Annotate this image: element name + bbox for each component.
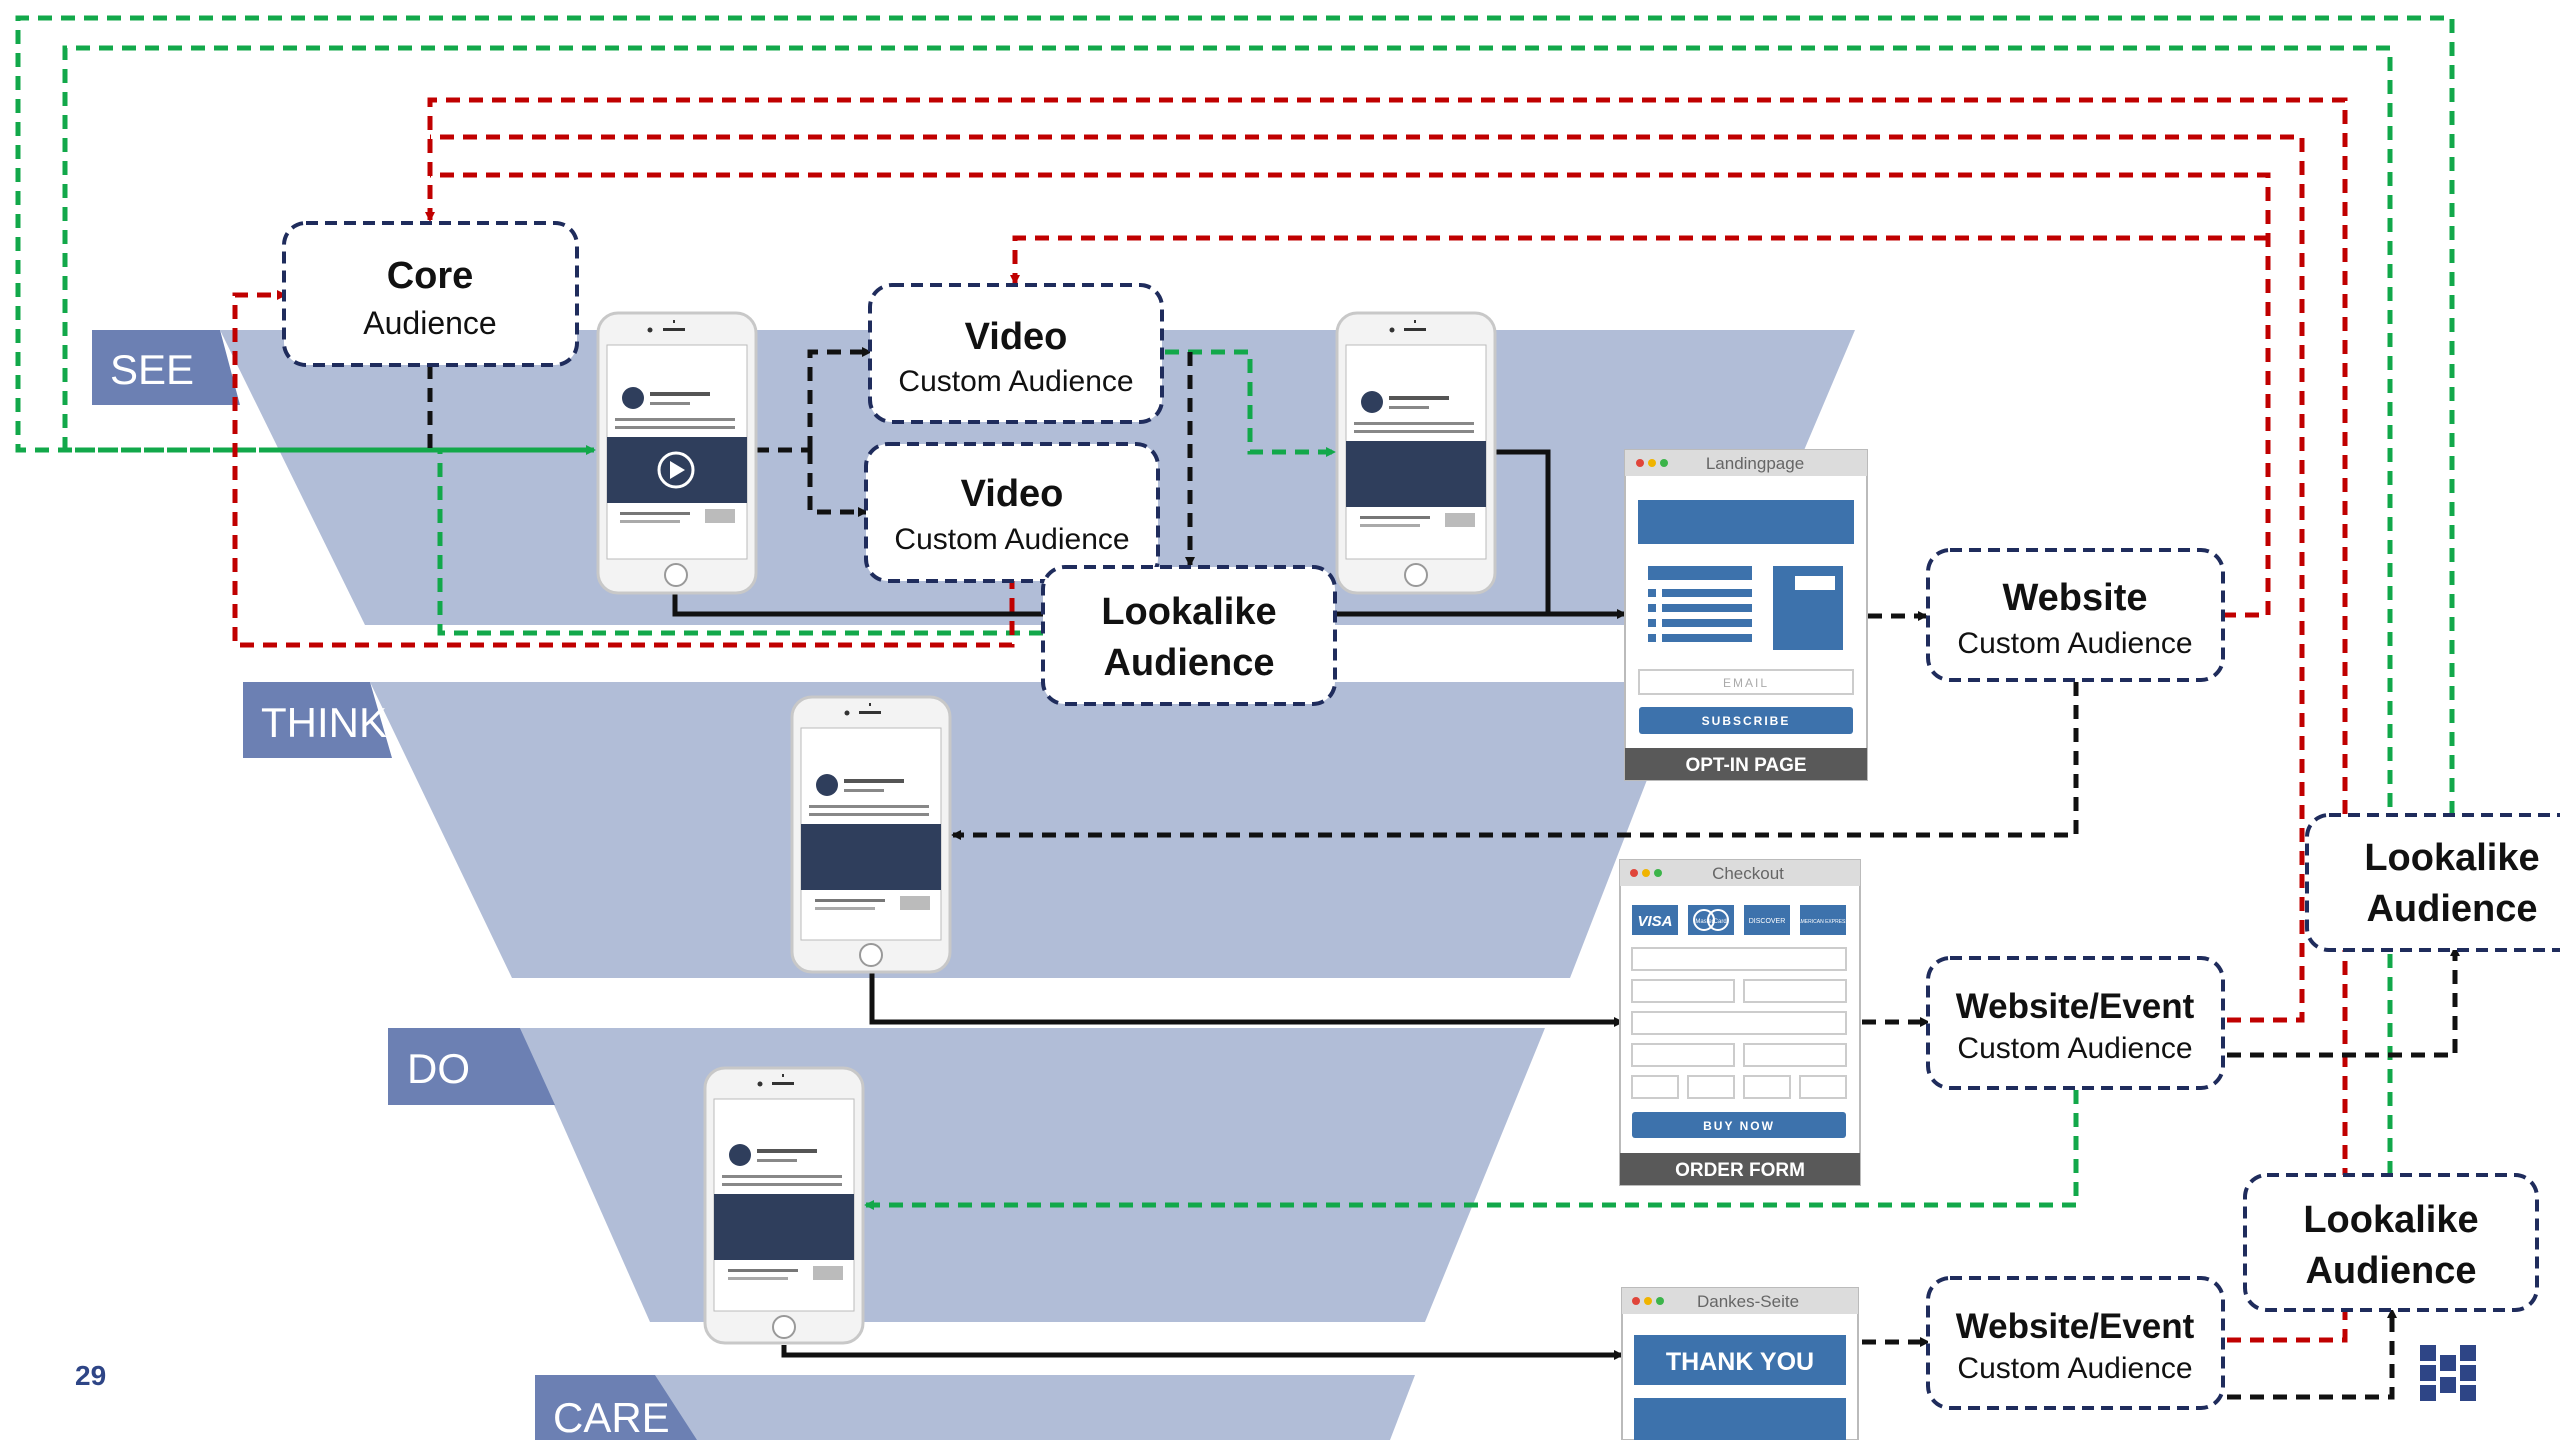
card-visa[interactable] (1632, 905, 1678, 935)
connectors-green (15, 15, 2455, 1210)
lookalike-right-bottom-line1: Lookalike (2303, 1199, 2478, 1241)
thankyou-window-title: Dankes-Seite (1697, 1292, 1799, 1311)
core-audience-title: Core (387, 255, 474, 297)
green-inner-loop (62, 45, 2393, 1175)
phone-do-post (703, 1066, 865, 1345)
black-to-video1 (807, 347, 872, 450)
lookalike-right-bottom-line2: Audience (2305, 1250, 2476, 1292)
stage-label-do-text: DO (407, 1045, 470, 1092)
thankyou-mockup: Dankes-Seite THANK YOU (1621, 1287, 1859, 1440)
card-amex-label: AMERICAN EXPRESS (1797, 919, 1849, 925)
lookalike-audience-box-right-bottom[interactable] (2243, 1173, 2539, 1312)
buy-now-button[interactable] (1632, 1112, 1846, 1138)
black-website-to-think (951, 682, 2079, 840)
red-loop-outer (425, 97, 2348, 1343)
audience-boxes (282, 221, 2560, 1410)
video-audience-box-1[interactable] (868, 283, 1164, 424)
website-event-audience-box-1[interactable] (1926, 956, 2225, 1090)
connectors-red (232, 97, 2348, 1343)
stage-label-care: CARE (535, 1375, 697, 1440)
black-do-to-thankyou (781, 1345, 1624, 1360)
stage-label-do: DO (388, 1028, 555, 1105)
website-event-title-1: Website/Event (1956, 987, 2195, 1026)
website-audience-title: Website (2002, 577, 2147, 619)
funnel-band-think (370, 682, 1685, 978)
subscribe-button[interactable] (1639, 707, 1853, 734)
video-audience-box-2[interactable] (864, 442, 1160, 583)
funnel-band-do (520, 1028, 1545, 1322)
website-event-subtitle-1: Custom Audience (1957, 1032, 2192, 1065)
website-event-subtitle-2: Custom Audience (1957, 1352, 2192, 1385)
email-placeholder: EMAIL (1723, 676, 1769, 690)
website-audience-subtitle: Custom Audience (1957, 627, 2192, 660)
lookalike-right-top-line2: Audience (2366, 888, 2537, 930)
black-think-to-checkout (869, 970, 1624, 1027)
website-audience-box[interactable] (1926, 548, 2225, 682)
website-event-title-2: Website/Event (1956, 1307, 2195, 1346)
play-icon[interactable] (657, 451, 695, 489)
buy-now-button-label: BUY NOW (1703, 1119, 1775, 1133)
black-phone2-to-landing (1492, 449, 1551, 614)
card-mastercard-label: MasterCard (1695, 919, 1726, 925)
lookalike-center-line1: Lookalike (1101, 591, 1276, 633)
card-mastercard[interactable]: MasterCard (1688, 905, 1734, 935)
black-phone-to-lookalike (672, 590, 1043, 617)
red-lookalike-to-core (232, 290, 1015, 648)
video-audience-subtitle-2: Custom Audience (894, 523, 1129, 556)
page-number: 29 (75, 1360, 106, 1391)
lookalike-center-line2: Audience (1103, 642, 1274, 684)
opt-in-page-label: OPT-IN PAGE (1685, 755, 1806, 776)
website-event-audience-box-2[interactable] (1926, 1276, 2225, 1410)
landingpage-window-title: Landingpage (1706, 454, 1804, 473)
video-audience-subtitle-1: Custom Audience (898, 365, 1133, 398)
order-form-label: ORDER FORM (1675, 1160, 1805, 1181)
card-visa-label: VISA (1637, 913, 1672, 930)
connectors-black (427, 347, 2460, 1400)
red-loop-middle (430, 134, 2305, 1023)
funnel-band-care (655, 1375, 1415, 1440)
subscribe-button-label: SUBSCRIBE (1702, 714, 1791, 728)
email-field[interactable] (1638, 669, 1854, 695)
checkout-mockup: Checkout VISA MasterCard DISCOVER AMERIC… (1619, 859, 1861, 1186)
black-event-to-lookalike-bottom (2227, 1308, 2397, 1400)
phone-see-video (596, 311, 758, 595)
phone-see-post (1335, 311, 1497, 595)
video-audience-title-1: Video (965, 316, 1068, 358)
core-audience-box[interactable] (282, 221, 579, 367)
core-audience-subtitle: Audience (363, 305, 496, 341)
red-video-feedback (1010, 235, 2268, 285)
stage-label-care-text: CARE (553, 1394, 670, 1440)
green-outer-loop (15, 15, 2455, 815)
lookalike-audience-box-center[interactable] (1041, 565, 1337, 706)
lookalike-audience-box-right-top[interactable] (2305, 813, 2560, 952)
green-checkout-to-do (864, 1090, 2079, 1210)
stage-label-see-text: SEE (110, 346, 194, 393)
green-lookalike-feedback (437, 450, 1043, 636)
card-amex[interactable] (1800, 905, 1846, 935)
lookalike-right-top-line1: Lookalike (2364, 837, 2539, 879)
black-event-to-lookalike-top (2227, 946, 2460, 1058)
stage-label-think: THINK (243, 682, 392, 758)
thankyou-banner-label: THANK YOU (1666, 1348, 1814, 1376)
black-to-video2 (807, 450, 868, 517)
company-logo-icon (2420, 1345, 2476, 1401)
checkout-window-title: Checkout (1712, 864, 1784, 883)
video-audience-title-2: Video (961, 473, 1064, 515)
stage-label-think-text: THINK (261, 699, 387, 746)
red-loop-inner (430, 172, 2271, 618)
stage-label-see: SEE (92, 330, 240, 405)
audience-texts: Core Audience Video Custom Audience Vide… (363, 255, 2539, 1385)
card-discover[interactable] (1744, 905, 1790, 935)
landingpage-mockup: Landingpage EMAIL SUBSCRIBE OPT-IN PAGE (1624, 449, 1868, 781)
phone-think-post (790, 695, 952, 974)
card-discover-label: DISCOVER (1749, 918, 1786, 925)
checkout-form-fields[interactable] (1631, 947, 1847, 1099)
